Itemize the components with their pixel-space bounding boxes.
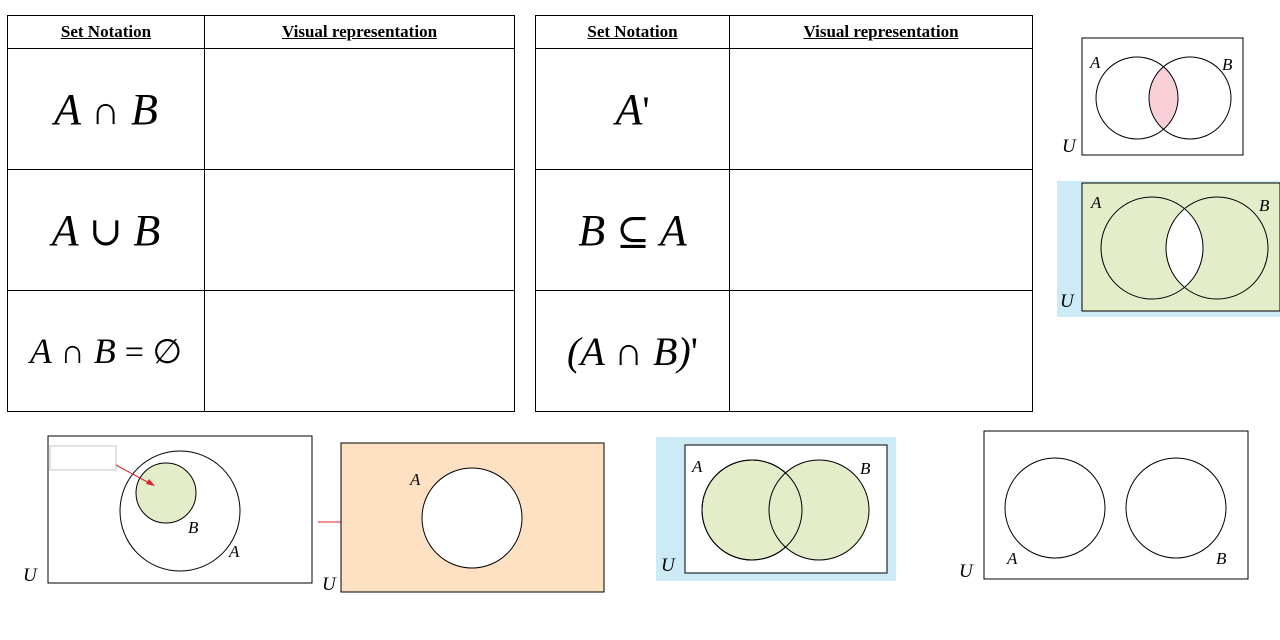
blank-textbox — [49, 445, 117, 471]
header-set-notation: Set Notation — [7, 15, 205, 49]
set-symbol: A — [615, 84, 643, 134]
table-row-complement-intersection: (A ∩ B)' — [535, 290, 1033, 412]
table-header-row: Set Notation Visual representation — [535, 15, 1033, 49]
venn-intersection-diagram[interactable]: A B U — [1060, 36, 1246, 160]
set-a-label: A — [410, 470, 421, 489]
set-b-label: B — [188, 518, 199, 537]
notation-cell: A ∪ B — [7, 169, 205, 291]
set-symbol: B — [131, 84, 158, 134]
set-notation-table-right: Set Notation Visual representation A' B … — [535, 15, 1033, 412]
set-b-label: B — [1216, 549, 1227, 568]
set-symbol: B — [93, 331, 116, 371]
notation-cell: A ∩ B — [7, 48, 205, 170]
set-symbol: A — [29, 331, 52, 371]
venn-complement-intersection-diagram[interactable]: A B U — [1057, 181, 1280, 317]
visual-cell[interactable] — [204, 48, 515, 170]
visual-cell[interactable] — [204, 169, 515, 291]
prime-symbol: ' — [642, 87, 650, 133]
notation-cell: A ∩ B = ∅ — [7, 290, 205, 412]
set-expression: (A ∩ B) — [567, 328, 691, 374]
universe-label: U — [959, 561, 973, 582]
set-a-label: A — [692, 457, 703, 476]
operator-symbol: ∪ — [88, 208, 123, 254]
notation-cell: A' — [535, 48, 730, 170]
venn-subset-diagram[interactable]: B A U — [20, 434, 320, 594]
set-a-label: A — [229, 542, 240, 561]
set-symbol: B — [578, 205, 606, 255]
set-notation-table-left: Set Notation Visual representation A ∩ B… — [7, 15, 515, 412]
set-symbol: A — [54, 84, 81, 134]
set-a-label: A — [1007, 549, 1018, 568]
visual-cell[interactable] — [729, 290, 1033, 412]
venn-disjoint-diagram[interactable]: A B U — [955, 430, 1251, 582]
prime-symbol: ' — [690, 328, 698, 374]
universe-label: U — [1060, 291, 1074, 312]
header-visual-representation: Visual representation — [729, 15, 1033, 49]
set-symbol: A — [659, 205, 687, 255]
set-b-label: B — [1259, 196, 1270, 215]
operator-symbol: ⊆ — [616, 208, 650, 254]
universe-label: U — [23, 565, 37, 586]
venn-complement-diagram[interactable]: A U — [320, 442, 606, 595]
operator-symbol: ∩ — [91, 87, 121, 133]
set-b-label: B — [860, 459, 871, 478]
visual-cell[interactable] — [204, 290, 515, 412]
header-set-notation: Set Notation — [535, 15, 730, 49]
notation-cell: B ⊆ A — [535, 169, 730, 291]
header-visual-representation: Visual representation — [204, 15, 515, 49]
set-symbol: A — [51, 205, 78, 255]
set-a-label: A — [1090, 53, 1101, 72]
table-row-union: A ∪ B — [7, 169, 515, 291]
table-header-row: Set Notation Visual representation — [7, 15, 515, 49]
universe-label: U — [322, 574, 336, 595]
empty-set-symbol: = ∅ — [124, 334, 183, 371]
set-symbol: B — [133, 205, 161, 255]
operator-symbol: ∩ — [60, 334, 85, 371]
table-row-disjoint: A ∩ B = ∅ — [7, 290, 515, 412]
set-a-label: A — [1091, 193, 1102, 212]
table-row-complement: A' — [535, 48, 1033, 170]
universe-label: U — [1062, 136, 1076, 157]
visual-cell[interactable] — [729, 48, 1033, 170]
notation-cell: (A ∩ B)' — [535, 290, 730, 412]
visual-cell[interactable] — [729, 169, 1033, 291]
table-row-intersection: A ∩ B — [7, 48, 515, 170]
set-b-label: B — [1222, 55, 1233, 74]
universe-label: U — [661, 555, 675, 576]
table-row-subset: B ⊆ A — [535, 169, 1033, 291]
venn-union-diagram[interactable]: A B U — [656, 437, 896, 581]
